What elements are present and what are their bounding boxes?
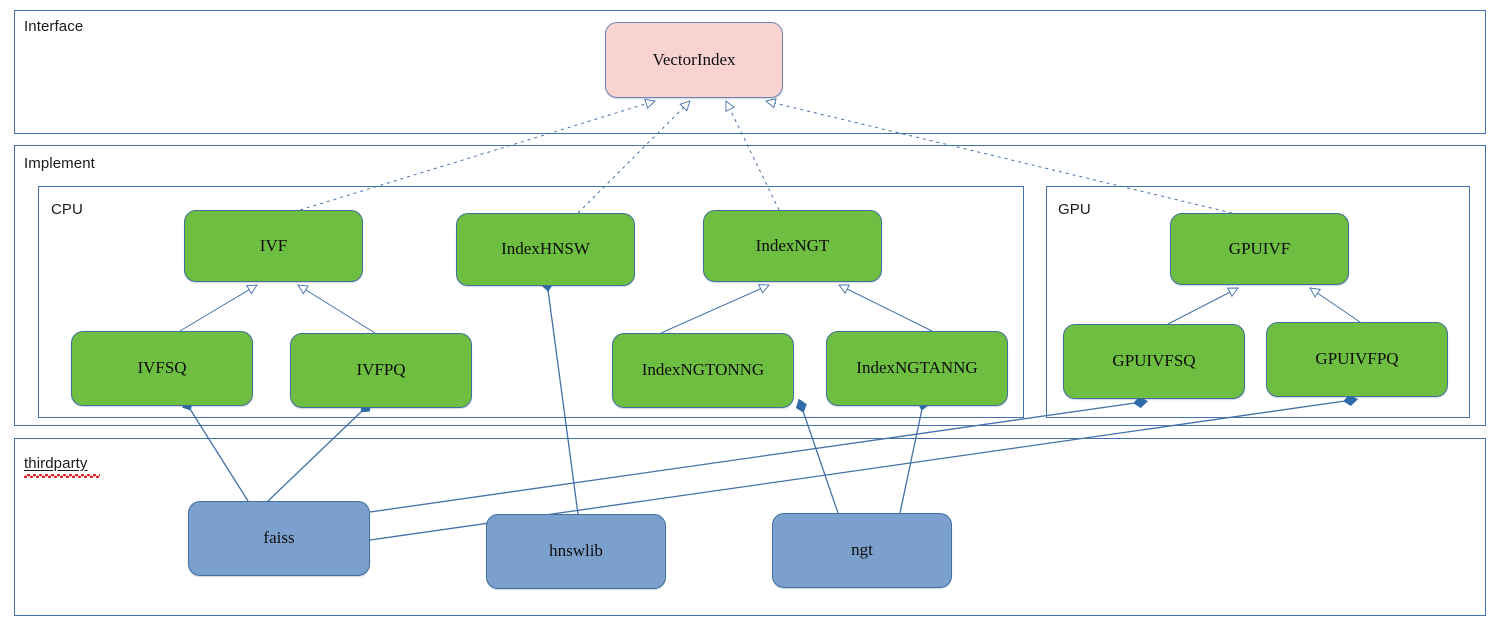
class-node-vectorindex[interactable]: VectorIndex — [605, 22, 783, 98]
group-title-interface: Interface — [24, 18, 84, 35]
group-title-thirdparty: thirdparty — [24, 455, 88, 472]
group-title-cpu: CPU — [51, 201, 83, 218]
class-node-ngt[interactable]: ngt — [772, 513, 952, 588]
group-title-implement: Implement — [24, 155, 95, 172]
class-node-gpuivfsq[interactable]: GPUIVFSQ — [1063, 324, 1245, 399]
class-node-indexngt[interactable]: IndexNGT — [703, 210, 882, 282]
class-node-indexhnsw[interactable]: IndexHNSW — [456, 213, 635, 286]
class-node-ivfsq[interactable]: IVFSQ — [71, 331, 253, 406]
class-node-ivf[interactable]: IVF — [184, 210, 363, 282]
class-node-indexngtanng[interactable]: IndexNGTANNG — [826, 331, 1008, 406]
group-title-gpu: GPU — [1058, 201, 1091, 218]
class-node-gpuivfpq[interactable]: GPUIVFPQ — [1266, 322, 1448, 397]
class-node-indexngtonng[interactable]: IndexNGTONNG — [612, 333, 794, 408]
class-node-gpuivf[interactable]: GPUIVF — [1170, 213, 1349, 285]
class-node-faiss[interactable]: faiss — [188, 501, 370, 576]
class-node-ivfpq[interactable]: IVFPQ — [290, 333, 472, 408]
class-node-hnswlib[interactable]: hnswlib — [486, 514, 666, 589]
spell-error-underline-thirdparty — [24, 474, 100, 478]
